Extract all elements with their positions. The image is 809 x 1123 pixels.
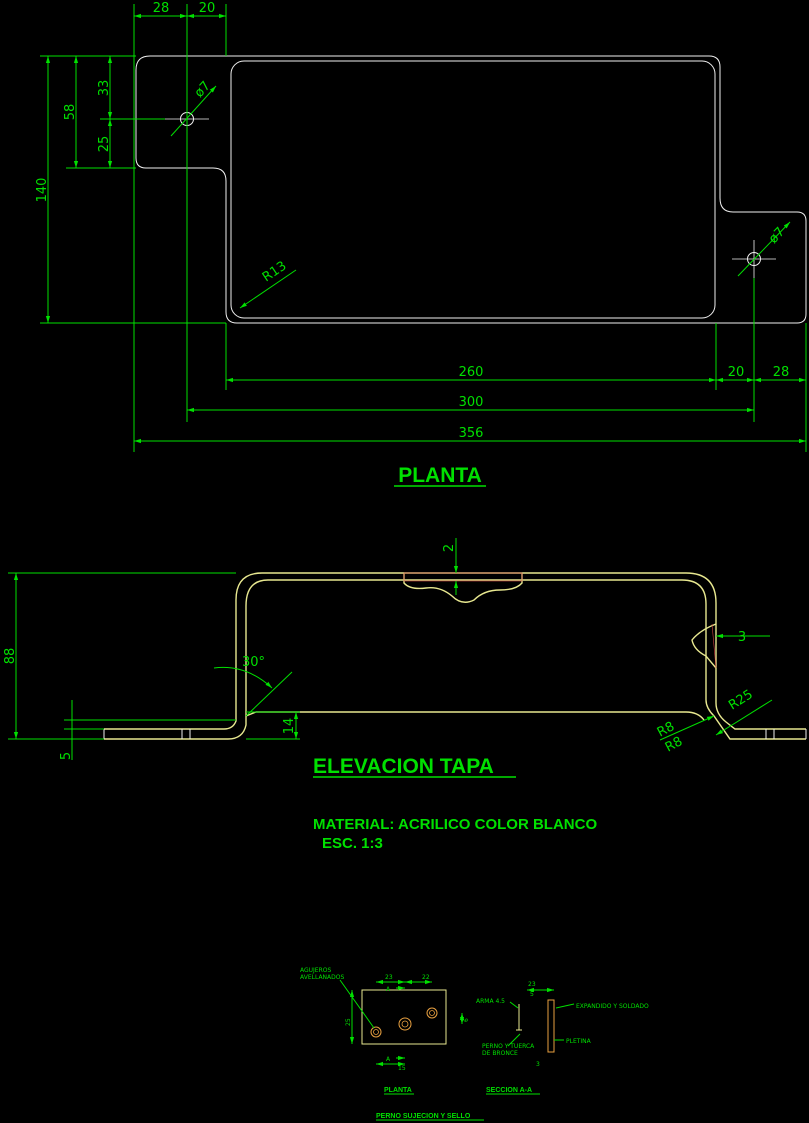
dim-r8-a: R8 — [655, 719, 677, 740]
dim-20-bottom: 20 — [728, 365, 745, 380]
elevacion-base-line — [245, 711, 705, 721]
detail-avellanados-1: AGUJEROS — [300, 967, 331, 974]
detail-section-plate — [547, 999, 555, 1053]
detail-seccion-label: SECCION A-A — [486, 1087, 532, 1094]
detail-dim-15: 15 — [398, 1065, 406, 1072]
detail-caption: PERNO SUJECION Y SELLO — [376, 1113, 471, 1120]
dim-2: 2 — [442, 544, 457, 552]
side-bump — [691, 623, 717, 669]
dim-5: 5 — [59, 752, 74, 760]
dim-33: 33 — [97, 80, 112, 97]
detail-arma: ARMA 4.5 — [476, 998, 505, 1005]
dim-3: 3 — [738, 630, 746, 645]
detail-plate — [361, 989, 447, 1045]
detail-planta-label: PLANTA — [384, 1087, 412, 1094]
elevacion-inner-profile — [104, 579, 806, 740]
dim-28-bottom: 28 — [773, 365, 790, 380]
dim-phi7-left: ø7 — [192, 79, 214, 101]
dim-25: 25 — [97, 136, 112, 153]
planta-title: PLANTA — [398, 464, 482, 487]
detail-dim-3: 3 — [536, 1061, 540, 1068]
dim-58: 58 — [63, 104, 78, 121]
dim-r25: R25 — [726, 687, 756, 713]
detail-dim-6: 6 — [463, 1018, 470, 1022]
dim-28-top: 28 — [153, 1, 170, 16]
planta-outline — [135, 55, 807, 324]
detail-mark-a1: A — [386, 986, 391, 993]
detail-dim-5: 5 — [530, 991, 534, 998]
detail-avellanados-2: AVELLANADOS — [300, 974, 344, 981]
dim-260: 260 — [459, 365, 484, 380]
material-note: MATERIAL: ACRILICO COLOR BLANCO — [313, 816, 597, 833]
scale-note: ESC. 1:3 — [322, 835, 383, 852]
detail-dim-22: 22 — [422, 974, 430, 981]
detail-dim-25: 25 — [345, 1018, 352, 1026]
detail-expandido: EXPANDIDO Y SOLDADO — [576, 1003, 649, 1010]
dim-88: 88 — [3, 648, 18, 665]
elevacion-outer-profile — [104, 572, 806, 730]
seal-pocket — [403, 573, 523, 603]
detail-perno-2: DE BRONCE — [482, 1050, 518, 1057]
seal-hatch — [403, 572, 523, 582]
dim-r13: R13 — [260, 259, 290, 286]
planta-view: 28 20 140 58 33 25 ø7 ø7 R13 260 20 28 3… — [35, 1, 807, 487]
dim-20-top: 20 — [199, 1, 216, 16]
angle-arc — [213, 666, 273, 689]
dim-30deg: 30° — [242, 655, 265, 670]
detail-dim-23b: 23 — [528, 981, 536, 988]
detail-pletina: PLETINA — [566, 1038, 592, 1045]
planta-inner-rect — [230, 60, 716, 319]
dim-300: 300 — [459, 395, 484, 410]
dim-14: 14 — [282, 718, 297, 735]
elevacion-title: ELEVACION TAPA — [313, 755, 494, 778]
detail-perno-1: PERNO Y TUERCA — [482, 1043, 535, 1050]
detail-mark-a2: A — [386, 1056, 391, 1063]
detail-dim-23a: 23 — [385, 974, 393, 981]
dim-r8-b: R8 — [663, 734, 685, 755]
detail-perno: 23 22 25 6 15 A A AGUJEROS AVELLANADOS P… — [300, 967, 649, 1121]
dim-356: 356 — [459, 426, 484, 441]
dim-140: 140 — [35, 178, 50, 203]
elevacion-view: 88 2 3 30° 14 5 R25 R8 R8 ELEVACION TAPA — [3, 538, 807, 778]
